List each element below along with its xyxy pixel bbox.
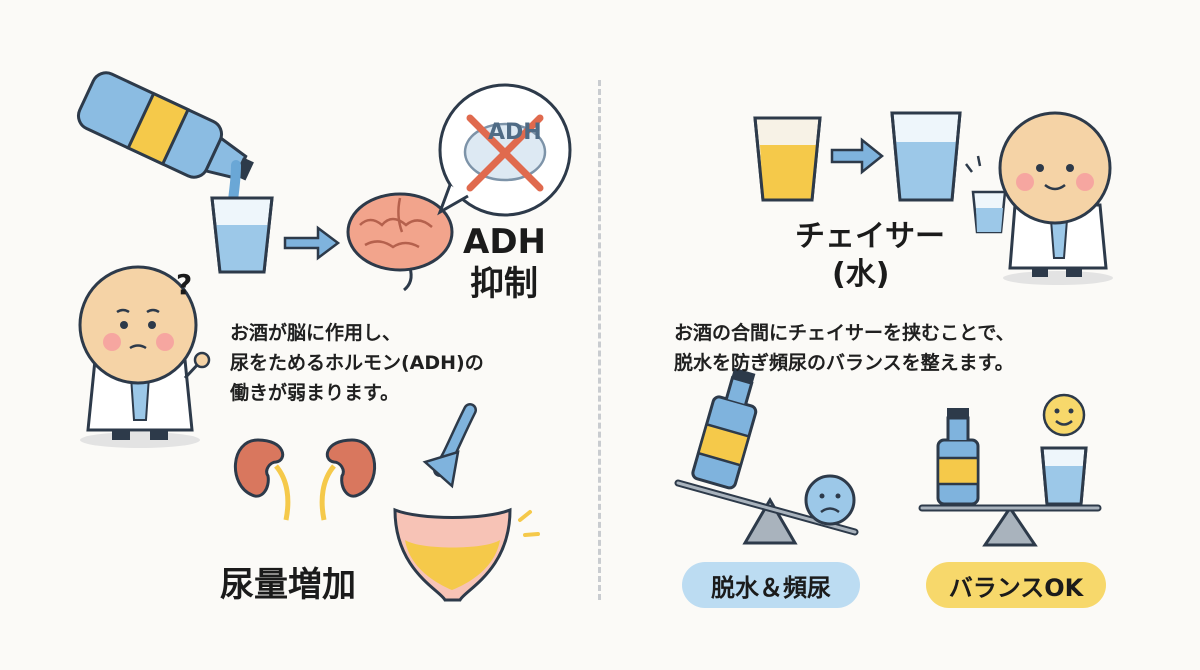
left-panel-adh: ? ADH ADH 抑制 お酒が脳に作用し、 尿をためるホルモン(ADH)の 働…	[76, 71, 572, 605]
right-description: お酒の合間にチェイサーを挟むことで、 脱水を防ぎ頻尿のバランスを整えます。	[674, 318, 1015, 378]
seesaw-balanced-icon	[918, 393, 1102, 547]
dehydration-badge: 脱水＆頻尿	[682, 562, 860, 608]
bottle-icon	[691, 367, 758, 490]
brain-icon	[346, 192, 454, 292]
smiley-face-icon	[1042, 393, 1086, 437]
right-panel-chaser: チェイサー (水) お酒の合間にチェイサーを挟むことで、 脱水を防ぎ頻尿のバラン…	[600, 0, 1200, 670]
kidneys-icon	[234, 438, 376, 521]
right-description-line: 脱水を防ぎ頻尿のバランスを整えます。	[674, 352, 1014, 374]
left-description-line: お酒が脳に作用し、	[230, 322, 402, 344]
right-description-line: お酒の合間にチェイサーを挟むことで、	[674, 322, 1015, 344]
left-description-line: 尿をためるホルモン(ADH)の	[230, 352, 484, 374]
chaser-water-glass-icon	[890, 111, 962, 202]
panel-divider	[598, 80, 601, 600]
arrow-right-icon	[283, 225, 341, 261]
sad-face-icon	[804, 474, 856, 526]
speech-bubble	[437, 83, 572, 217]
chaser-label-line2: (水)	[832, 257, 890, 292]
doctor-character-confused	[78, 265, 211, 448]
inhibited-adh-text: ADH	[488, 120, 542, 145]
water-glass-icon	[1040, 446, 1088, 506]
seesaw-unbalanced-icon	[674, 367, 859, 545]
urine-increase-label: 尿量増加	[220, 565, 356, 605]
arrow-right-icon	[830, 137, 885, 175]
doctor-character-happy	[965, 111, 1113, 285]
water-glass-icon	[210, 196, 274, 274]
alcohol-glass-icon	[753, 116, 822, 202]
adh-label-line2: 抑制	[470, 264, 538, 304]
adh-label-line1: ADH	[463, 222, 546, 262]
right-illustrations	[674, 111, 1113, 547]
left-description: お酒が脳に作用し、 尿をためるホルモン(ADH)の 働きが弱まります。	[230, 318, 484, 408]
chaser-label-line1: チェイサー	[795, 219, 945, 254]
balance-ok-badge: バランスOK	[926, 562, 1106, 608]
bottle-icon	[936, 408, 980, 506]
left-illustrations	[76, 71, 572, 602]
left-description-line: 働きが弱まります。	[230, 382, 400, 404]
question-mark-icon: ?	[176, 268, 193, 301]
bladder-icon	[393, 507, 540, 602]
